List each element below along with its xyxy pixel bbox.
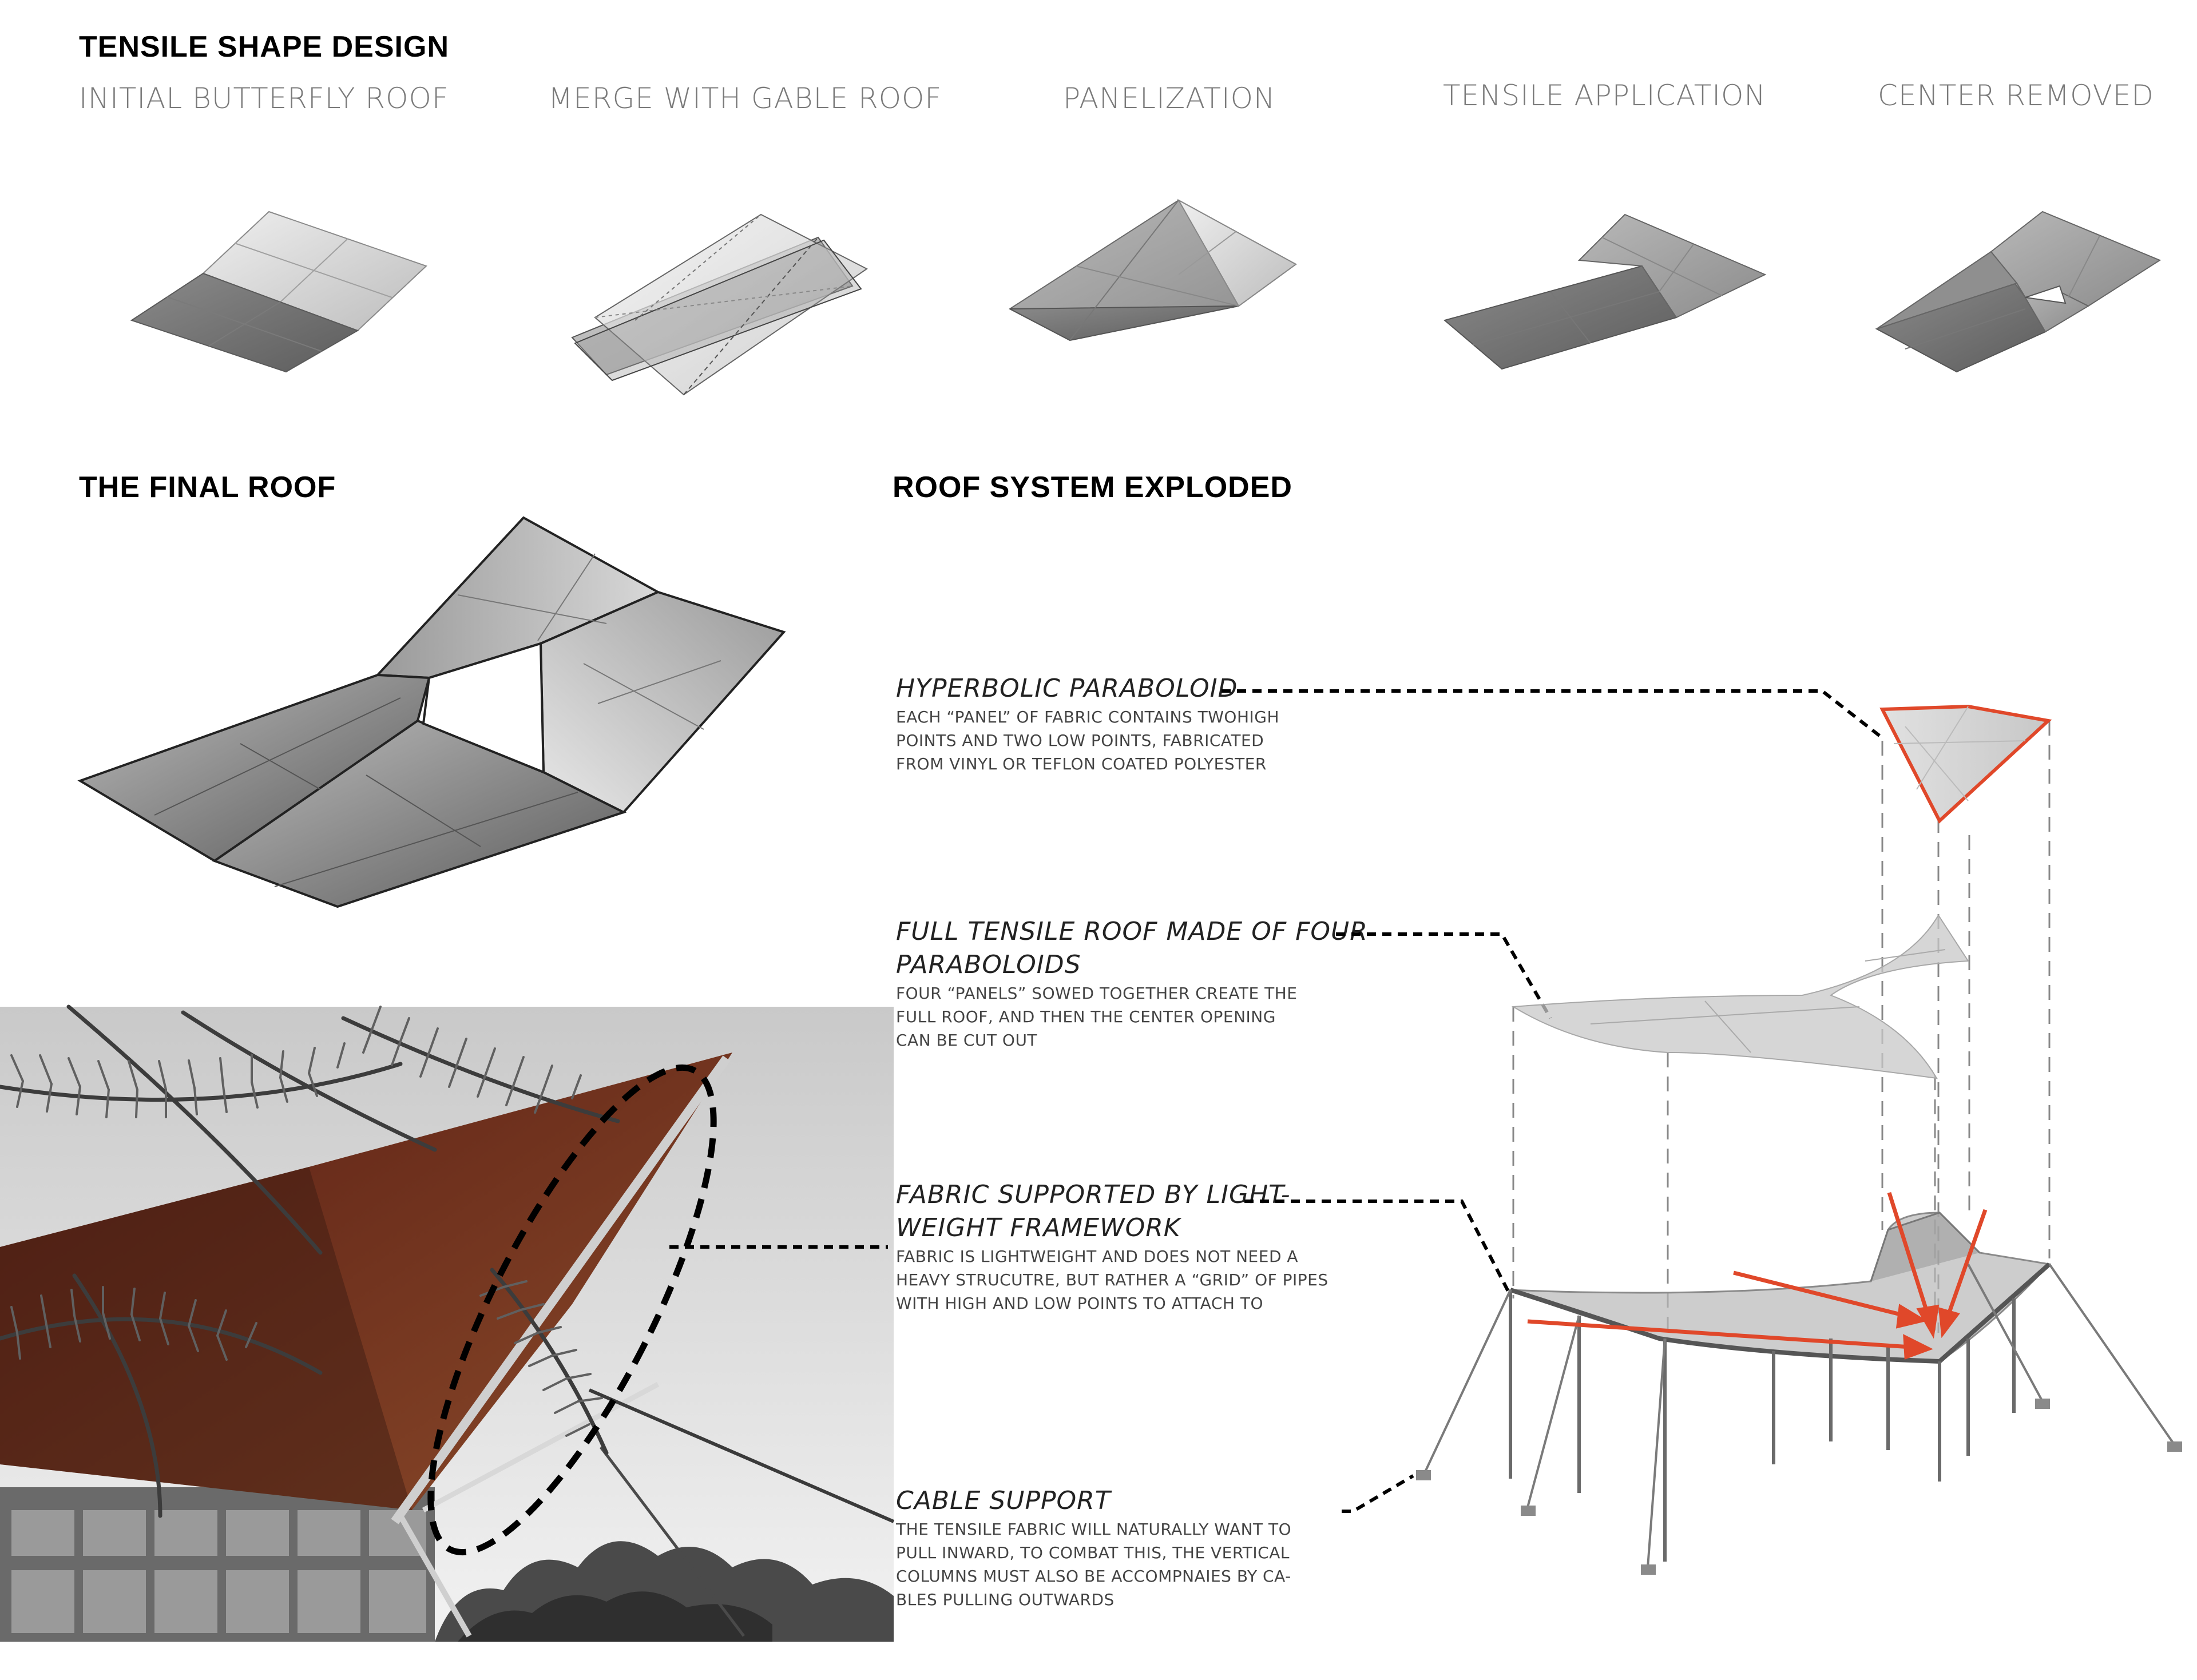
panelization-diagram [1009, 198, 1297, 341]
projection-guides [1512, 721, 2051, 1333]
annotation-body-line: PULL INWARD, TO COMBAT THIS, THE VERTICA… [896, 1543, 1290, 1562]
annotation-full-tensile-roof: FULL TENSILE ROOF MADE OF FOUR PARABOLOI… [896, 915, 1368, 1052]
tensile-roof-photo [0, 1004, 895, 1642]
annotation-title-line: PARABOLOIDS [896, 950, 1081, 979]
annotation-body-line: EACH “PANEL” OF FABRIC CONTAINS TWOHIGH [896, 708, 1280, 726]
step-label-merge-with-gable-roof: MERGE WITH GABLE ROOF [548, 82, 942, 115]
tensile-application-diagram [1443, 213, 1767, 370]
step-label-tensile-application: TENSILE APPLICATION [1443, 79, 1766, 112]
annotation-body-line: THE TENSILE FABRIC WILL NATURALLY WANT T… [896, 1520, 1292, 1539]
annotation-fabric-supported: FABRIC SUPPORTED BY LIGHT- WEIGHT FRAMEW… [896, 1178, 1328, 1315]
framework-layer [1416, 1212, 2182, 1575]
annotation-body-line: COLUMNS MUST ALSO BE ACCOMPNAIES BY CA- [896, 1567, 1291, 1586]
step-label-initial-butterfly-roof: INITIAL BUTTERFLY ROOF [79, 82, 449, 115]
butterfly-roof-diagram [130, 211, 427, 373]
annotation-body-line: FOUR “PANELS” SOWED TOGETHER CREATE THE [896, 984, 1298, 1003]
annotation-body-line: POINTS AND TWO LOW POINTS, FABRICATED [896, 731, 1264, 750]
annotation-body-line: BLES PULLING OUTWARDS [896, 1590, 1115, 1609]
full-tensile-roof-layer [1511, 914, 1969, 1079]
annotation-body-line: FULL ROOF, AND THEN THE CENTER OPENING [896, 1007, 1276, 1026]
step-label-panelization: PANELIZATION [1063, 82, 1276, 115]
section-title-final-roof: THE FINAL ROOF [79, 471, 336, 504]
annotation-body-line: FABRIC IS LIGHTWEIGHT AND DOES NOT NEED … [896, 1247, 1299, 1266]
annotation-title-line: WEIGHT FRAMEWORK [896, 1213, 1181, 1242]
final-roof-diagram [77, 516, 786, 908]
leader-lines [669, 689, 1883, 1513]
section-title-roof-system-exploded: ROOF SYSTEM EXPLODED [893, 471, 1292, 504]
force-arrows [1527, 1192, 1988, 1360]
annotation-title-line: FABRIC SUPPORTED BY LIGHT- [896, 1180, 1291, 1209]
step-label-center-removed: CENTER REMOVED [1878, 79, 2154, 112]
annotation-body-line: HEAVY STRUCUTRE, BUT RATHER A “GRID” OF … [896, 1270, 1328, 1289]
annotation-body-line: CAN BE CUT OUT [896, 1031, 1038, 1050]
annotation-hyperbolic-paraboloid: HYPERBOLIC PARABOLOID EACH “PANEL” OF FA… [896, 672, 1279, 776]
merge-gable-roof-diagram [571, 213, 868, 396]
annotation-cable-support: CABLE SUPPORT THE TENSILE FABRIC WILL NA… [896, 1484, 1291, 1611]
section-title-tensile-shape-design: TENSILE SHAPE DESIGN [79, 30, 449, 63]
annotation-title: HYPERBOLIC PARABOLOID [896, 674, 1238, 703]
annotation-body-line: WITH HIGH AND LOW POINTS TO ATTACH TO [896, 1294, 1264, 1313]
center-removed-diagram [1875, 211, 2162, 373]
annotation-body-line: FROM VINYL OR TEFLON COATED POLYESTER [896, 754, 1267, 773]
annotation-title-line: FULL TENSILE ROOF MADE OF FOUR [896, 917, 1368, 946]
hyperbolic-paraboloid-panel [1879, 704, 2052, 824]
annotation-title: CABLE SUPPORT [896, 1486, 1111, 1515]
